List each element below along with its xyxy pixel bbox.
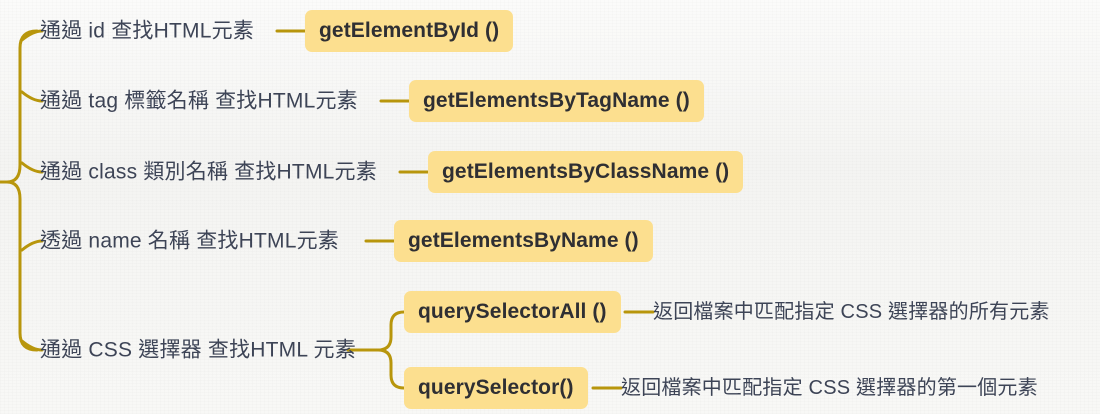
arm-row-3 (20, 161, 44, 174)
row-label-css-selector: 通過 CSS 選擇器 查找HTML 元素 (40, 338, 356, 362)
method-badge-querySelector[interactable]: querySelector() (404, 367, 588, 409)
arm-row-2 (20, 90, 44, 103)
row-label-class: 通過 class 類別名稱 查找HTML元素 (40, 160, 377, 184)
row-label-name: 透過 name 名稱 查找HTML元素 (40, 229, 339, 253)
method-badge-getElementsByClassName[interactable]: getElementsByClassName () (428, 151, 744, 193)
description-querySelectorAll: 返回檔案中匹配指定 CSS 選擇器的所有元素 (653, 301, 1050, 323)
arm-row-1 (20, 29, 44, 42)
arm-row-5 (20, 339, 44, 352)
description-querySelector: 返回檔案中匹配指定 CSS 選擇器的第一個元素 (621, 377, 1038, 399)
method-badge-querySelectorAll[interactable]: querySelectorAll () (404, 291, 621, 333)
method-badge-getElementById[interactable]: getElementById () (305, 10, 514, 52)
method-badge-getElementsByTagName[interactable]: getElementsByTagName () (409, 80, 704, 122)
arm-row-4 (20, 239, 44, 252)
main-brace-spine (5, 29, 39, 352)
row-label-tag: 通過 tag 標籤名稱 查找HTML元素 (40, 89, 358, 113)
row-label-id: 通過 id 查找HTML元素 (40, 19, 254, 43)
method-badge-getElementsByName[interactable]: getElementsByName () (394, 220, 653, 262)
css-brace-lower (376, 348, 406, 390)
css-brace-upper (376, 310, 406, 352)
